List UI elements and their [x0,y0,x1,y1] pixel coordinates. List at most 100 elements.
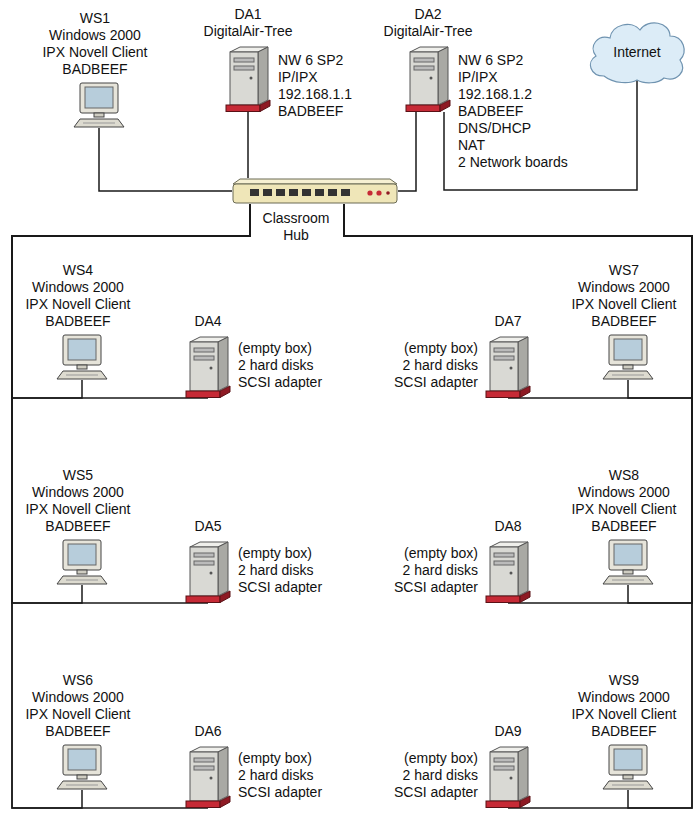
workstation-icon-part [57,576,107,584]
workstation-icon [600,539,656,585]
server-icon-part [210,367,213,370]
workstation-icon [54,334,110,380]
workstation-icon-part [68,544,96,565]
workstation-icon-part [623,365,633,369]
server-spec: (empty box) [394,750,478,767]
server-spec: BADBEEF [458,103,568,120]
server-icon-part [190,752,218,801]
server-icon-part [490,547,518,596]
workstation: WS6Windows 2000IPX Novell ClientBADBEEF [25,672,130,790]
network-cable [444,80,637,190]
server-icon-part [190,547,218,596]
server-spec: SCSI adapter [394,784,478,801]
server-icon-part [494,766,514,770]
server-spec: 192.168.1.1 [278,86,352,103]
server-icon-part [490,752,518,801]
network-cable [12,204,250,808]
text-group: WS8Windows 2000IPX Novell ClientBADBEEF [571,467,676,535]
server: DA6 (empty box)2 hard disksSCSI adapter [184,723,322,808]
server-name: DigitalAir-Tree [204,23,293,40]
server-icon-part [414,58,434,62]
server-spec: (empty box) [394,340,478,357]
workstation-icon-part [612,785,644,786]
text-group: DA9 [494,723,521,740]
server-spec: DNS/DHCP [458,120,568,137]
hub-icon-part [386,191,390,195]
workstation: WS1Windows 2000IPX Novell ClientBADBEEF [42,10,147,128]
workstation-icon [600,334,656,380]
server-name: DA2 [384,6,473,23]
workstation-icon-part [63,745,101,775]
text-group: Internet [613,44,660,61]
hub-icon-part [289,189,298,196]
device-label: IPX Novell Client [571,706,676,723]
device-label: Windows 2000 [571,689,676,706]
server-spec: 192.168.1.2 [458,86,568,103]
device-label: Windows 2000 [25,689,130,706]
text-group: (empty box)2 hard disksSCSI adapter [238,750,322,801]
server-icon-part [220,796,230,808]
server-spec: (empty box) [238,750,322,767]
device-label: WS8 [571,467,676,484]
hub-icon [232,178,398,204]
workstation: WS9Windows 2000IPX Novell ClientBADBEEF [571,672,676,790]
workstation-icon-part [623,570,633,574]
hub-icon-part [315,189,324,196]
server-name: DA6 [194,723,221,740]
server-icon-part [210,777,213,780]
device-label: WS6 [25,672,130,689]
workstation-icon-part [80,83,118,113]
hub-icon-part [276,189,285,196]
server-icon-part [258,47,268,105]
server-icon-part [230,52,258,105]
workstation-icon [54,744,110,790]
internet-cloud-shape-part [590,23,684,83]
server-icon-part [486,596,520,603]
network-cable [344,204,692,808]
server: DA5 (empty box)2 hard disksSCSI adapter [184,518,322,603]
hub-icon-part [376,190,381,195]
text-group: NW 6 SP2IP/IPX192.168.1.2BADBEEFDNS/DHCP… [458,52,568,171]
workstation-icon-part [57,371,107,379]
server-spec: 2 hard disks [238,767,322,784]
server-icon-part [438,47,448,105]
server-spec: SCSI adapter [394,374,478,391]
device-label: BADBEEF [25,518,130,535]
server-icon-part [490,342,518,391]
server-icon-part [186,801,220,808]
server-spec: NAT [458,137,568,154]
workstation-icon [54,539,110,585]
workstation-icon-part [77,775,87,779]
server-icon-part [520,796,530,808]
server-spec: SCSI adapter [394,579,478,596]
server-spec: (empty box) [238,545,322,562]
device-label: IPX Novell Client [25,706,130,723]
workstation-icon [71,82,127,128]
text-group: (empty box)2 hard disksSCSI adapter [238,545,322,596]
server-name: DigitalAir-Tree [384,23,473,40]
device-label: IPX Novell Client [571,501,676,518]
text-group: DA8 [494,518,521,535]
server-icon-part [218,337,228,391]
workstation-icon-part [612,375,644,376]
text-group: WS1Windows 2000IPX Novell ClientBADBEEF [42,10,147,78]
server-icon-part [249,77,252,80]
server: DA4(empty box)2 hard disksSCSI adapter [184,313,322,398]
device-label: BADBEEF [571,518,676,535]
workstation-icon-part [63,540,101,570]
server-icon [224,44,272,112]
device-label: Windows 2000 [25,279,130,296]
workstation: WS4Windows 2000IPX Novell ClientBADBEEF [25,262,130,380]
server-icon-part [510,367,513,370]
server-icon-part [190,342,218,391]
server-name: DA5 [194,518,221,535]
workstation-icon-part [68,749,96,770]
server-icon-part [494,758,514,762]
workstation-icon-part [94,113,104,117]
workstation-icon-part [57,781,107,789]
server-icon-part [510,777,513,780]
server-icon [484,334,532,398]
hub-icon-part [367,190,372,195]
server-spec: NW 6 SP2 [458,52,568,69]
text-group: WS9Windows 2000IPX Novell ClientBADBEEF [571,672,676,740]
